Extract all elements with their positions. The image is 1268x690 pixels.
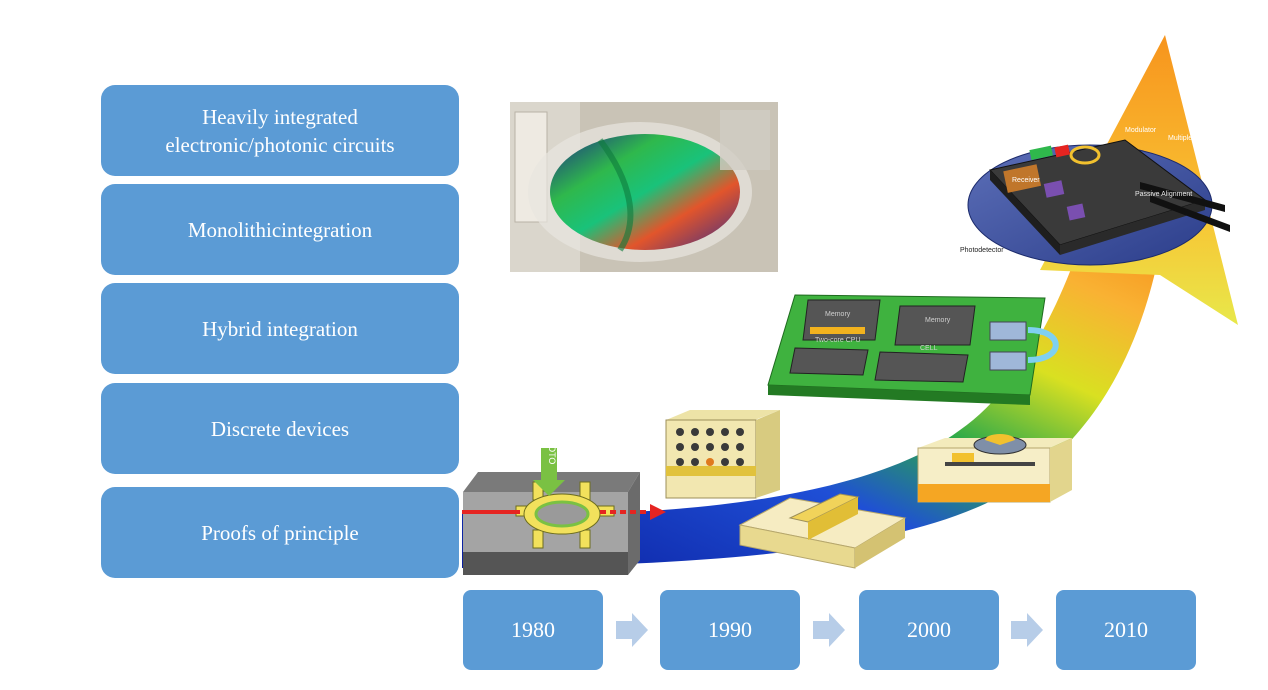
label-driver: Driver — [1018, 130, 1037, 137]
stage-discrete-devices: Discrete devices — [101, 383, 459, 474]
monolithic-device — [917, 434, 1072, 503]
label-modulator: Modulator — [1125, 127, 1157, 134]
label-passive-alignment: Passive Alignment — [1135, 191, 1192, 198]
hybrid-integration-board: Memory Memory Two-core CPU CELL — [767, 294, 1059, 405]
foto-label: FOTO — [547, 440, 557, 465]
timeline-arrow-2 — [813, 613, 845, 647]
chip-label-cpu: Two-core CPU — [815, 337, 861, 344]
stage-hybrid-integration: Hybrid integration — [101, 283, 459, 374]
chip-label-memory-1: Memory — [825, 311, 851, 318]
integrated-photonic-chip: Modulator Multiple Channels Passive Alig… — [960, 127, 1230, 266]
stage-monolithic-integration: Monolithicintegration — [101, 184, 459, 275]
stage-proofs-of-principle: Proofs of principle — [101, 487, 459, 578]
year-1980: 1980 — [463, 590, 603, 670]
stage-heavily-integrated: Heavily integrated electronic/photonic c… — [101, 85, 459, 176]
chip-label-memory-2: Memory — [925, 317, 951, 324]
label-photodetector: Photodetector — [960, 247, 1004, 254]
year-2000: 2000 — [859, 590, 999, 670]
label-multiple-channels: Multiple Channels — [1168, 135, 1224, 142]
timeline-arrow-1 — [616, 613, 648, 647]
label-receiver: Receiver — [1012, 177, 1040, 184]
timeline-arrow-3 — [1011, 613, 1043, 647]
chip-label-cell: CELL — [920, 345, 938, 352]
proof-of-principle-device: FOTO — [462, 440, 666, 575]
photonic-crystal-block — [665, 410, 780, 499]
waveguide-slab — [738, 493, 907, 569]
year-2010: 2010 — [1056, 590, 1196, 670]
wafer-photo — [510, 102, 778, 272]
year-1990: 1990 — [660, 590, 800, 670]
